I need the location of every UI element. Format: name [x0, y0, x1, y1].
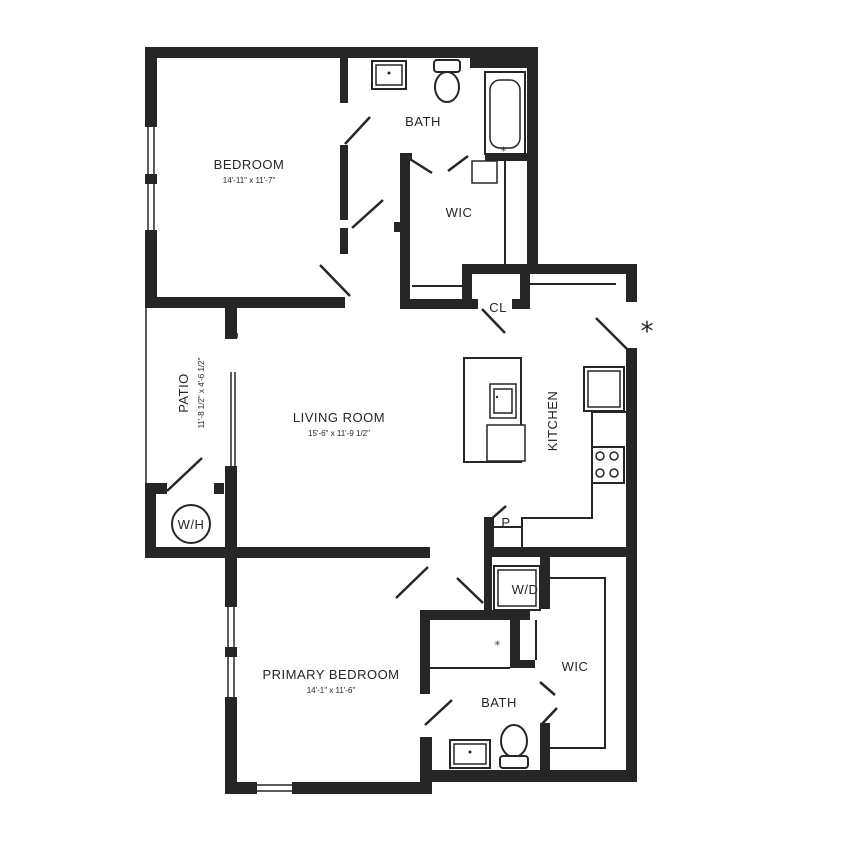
primary-bedroom-dims: 14'-1" x 11'-6"	[307, 686, 356, 695]
bedroom-label: BEDROOM	[214, 157, 285, 172]
windows	[145, 127, 626, 792]
pantry-label: P	[501, 515, 510, 530]
toilet-upper	[433, 59, 461, 73]
walls	[145, 47, 637, 794]
labels: BEDROOM 14'-11" x 11'-7" BATH WIC CL PAT…	[176, 114, 654, 710]
wic-upper-label: WIC	[446, 205, 473, 220]
closet-label: CL	[489, 300, 507, 315]
water-heater	[171, 504, 211, 544]
kitchen-label: KITCHEN	[545, 391, 560, 452]
doors	[166, 116, 629, 726]
water-heater-label: W/H	[178, 517, 205, 532]
toilet-lower	[500, 724, 528, 758]
living-room-label: LIVING ROOM	[293, 410, 385, 425]
living-room-dims: 15'-6" x 11'-9 1/2"	[308, 429, 370, 438]
fixtures: ✳ ✳	[171, 59, 625, 769]
bath-upper-label: BATH	[405, 114, 441, 129]
patio-label: PATIO	[176, 373, 191, 413]
wic-lower-label: WIC	[562, 659, 589, 674]
asterisk-marker: *	[641, 317, 654, 347]
patio-dims: 11'-8 1/2" x 4'-6 1/2"	[197, 357, 206, 428]
range	[591, 446, 625, 484]
bedroom-dims: 14'-11" x 11'-7"	[223, 176, 276, 185]
bath-lower-label: BATH	[481, 695, 517, 710]
svg-text:✳: ✳	[500, 145, 507, 154]
washer-dryer-label: W/D	[512, 582, 539, 597]
primary-bedroom-label: PRIMARY BEDROOM	[262, 667, 399, 682]
svg-text:✳: ✳	[494, 639, 501, 648]
